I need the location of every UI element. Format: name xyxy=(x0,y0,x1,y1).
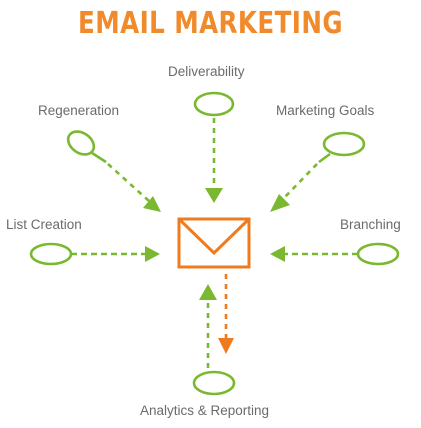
envelope-icon xyxy=(177,217,251,269)
label-list-creation: List Creation xyxy=(6,217,82,232)
list-creation-node xyxy=(29,242,160,266)
speech-bubble-icon xyxy=(193,91,235,117)
branching-node xyxy=(270,242,400,266)
regeneration-node xyxy=(66,130,161,212)
diagram-title: EMAIL MARKETING xyxy=(78,6,343,41)
speech-bubble-icon xyxy=(192,370,236,396)
arrow-head xyxy=(205,188,223,203)
speech-bubble-icon xyxy=(356,242,400,266)
arrow-head xyxy=(199,284,217,300)
label-regeneration: Regeneration xyxy=(38,103,120,118)
arrow-head xyxy=(143,196,161,212)
label-analytics-reporting: Analytics & Reporting xyxy=(140,403,270,418)
label-marketing-goals: Marketing Goals xyxy=(276,103,375,118)
label-deliverability: Deliverability xyxy=(168,64,245,79)
deliverability-node xyxy=(193,91,235,203)
marketing-goals-node xyxy=(270,131,366,212)
speech-bubble-icon xyxy=(29,242,73,266)
arrow-head xyxy=(270,246,285,262)
analytics-reporting-node xyxy=(192,274,236,396)
speech-bubble-icon xyxy=(66,130,96,156)
arrow-head xyxy=(218,338,234,354)
arrow-head xyxy=(145,246,160,262)
arrow-head xyxy=(270,194,290,212)
label-branching: Branching xyxy=(340,217,401,232)
speech-bubble-icon xyxy=(322,131,366,157)
